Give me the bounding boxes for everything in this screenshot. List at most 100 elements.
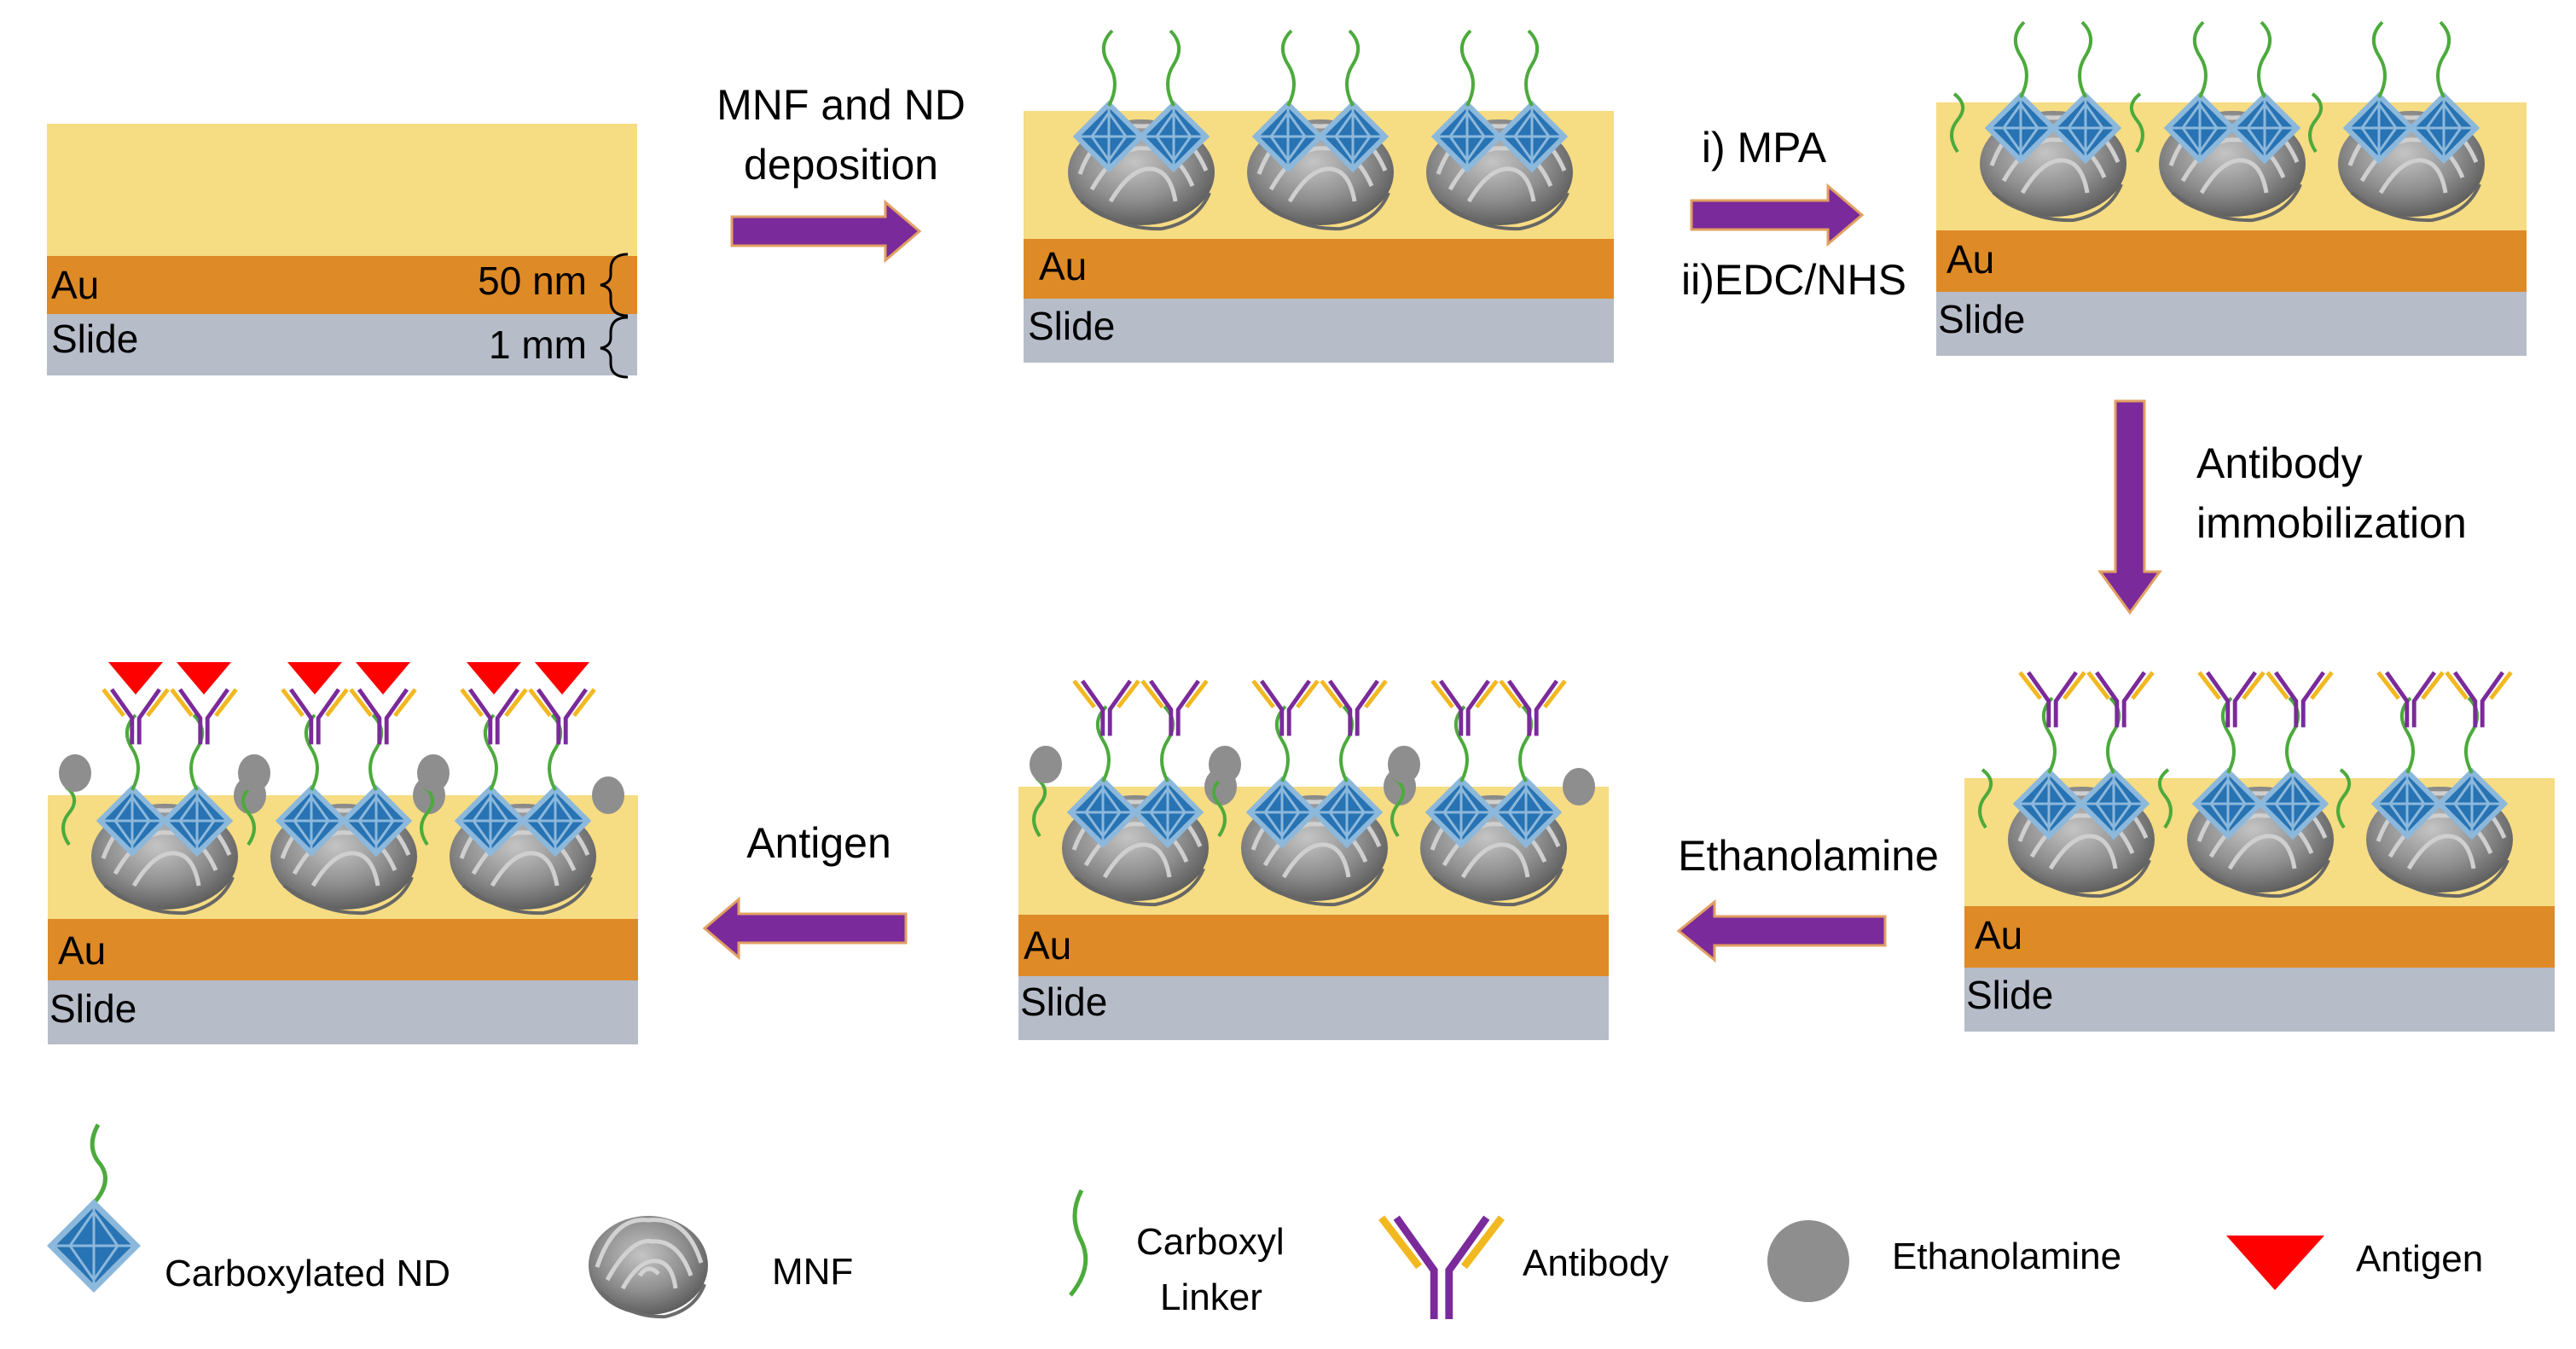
mnf-shadow: [2350, 183, 2481, 223]
antibody-arms: [2095, 671, 2146, 728]
mnf-shadow: [2199, 859, 2330, 898]
antibody-arms: [110, 688, 161, 745]
linker-icon: [2436, 20, 2451, 98]
legend-label-nd: Carboxylated ND: [165, 1253, 450, 1294]
slide-thickness-label: 1 mm: [489, 323, 587, 367]
arrow-activation-step: i) MPA ii)EDC/NHS: [1681, 124, 1906, 304]
panel-after-activation: Au Slide: [1936, 20, 2527, 356]
linker-icon: [1102, 29, 1117, 107]
particle-row: [1068, 29, 1573, 231]
nd-facets: [1501, 106, 1563, 167]
au-label: Au: [58, 928, 106, 973]
y-antibody-icon: [2266, 671, 2334, 728]
left-arrow-icon: [702, 896, 908, 961]
left-arrow-icon: [1676, 898, 1887, 963]
linker-icon: [2158, 768, 2173, 829]
diamond-icon: [339, 784, 413, 858]
gray-circle-icon: [1209, 746, 1241, 783]
au-label: Au: [51, 263, 99, 307]
nd-facets: [1257, 106, 1319, 167]
nd-facets: [1072, 782, 1134, 843]
diamond-icon: [1489, 776, 1563, 849]
diamond-icon: [2435, 767, 2509, 840]
diamond-icon: [1251, 100, 1325, 173]
diamond-icon: [2228, 91, 2301, 165]
mnf-shadow: [282, 876, 414, 916]
diamond-icon: [2012, 767, 2086, 840]
au-brace-icon: [600, 253, 629, 317]
nd-facets: [1316, 782, 1378, 843]
red-triangle-icon: [535, 662, 589, 695]
particle-unit: [238, 662, 445, 916]
panel-after-antibody: Au Slide: [1964, 671, 2555, 1032]
linker-icon: [2078, 20, 2092, 98]
mnf-shadow: [2378, 859, 2509, 898]
nd-facets: [102, 790, 163, 852]
nd-facets: [1430, 782, 1492, 843]
diamond-icon: [275, 784, 348, 858]
linker-icon: [1950, 92, 1964, 154]
panel-after-antigen: Au Slide: [48, 662, 638, 1044]
nd-facets: [1322, 106, 1384, 167]
antibody-arms: [178, 688, 229, 745]
nd-facets: [2055, 97, 2116, 159]
slide-label: Slide: [49, 986, 136, 1031]
deposition-label-line2: deposition: [744, 141, 938, 189]
down-arrow-icon: [2097, 399, 2162, 615]
diamond-icon: [1066, 776, 1140, 849]
particle-row: [1950, 20, 2485, 223]
legend-item-antigen: Antigen: [2226, 1236, 2483, 1290]
linker-icon: [1454, 705, 1469, 782]
arrow-blocking-step: Ethanolamine: [1676, 832, 1939, 963]
au-label: Au: [1975, 913, 2022, 957]
particle-unit: [417, 662, 624, 916]
linker-icon: [1281, 29, 1296, 107]
deposition-label-line1: MNF and ND: [717, 81, 966, 129]
antibody-arms: [289, 688, 340, 745]
gray-circle-icon: [1767, 1220, 1849, 1302]
particle-unit: [1247, 29, 1394, 231]
mnf-shadow: [2171, 183, 2302, 223]
particle-row: [1978, 671, 2513, 898]
linker-icon: [1032, 776, 1047, 838]
gray-circle-icon: [592, 776, 624, 814]
linker-icon: [1460, 29, 1475, 107]
right-arrow-icon: [1690, 183, 1865, 247]
antibody-arms: [357, 688, 409, 745]
diamond-icon: [1316, 100, 1390, 173]
y-antibody-icon: [1378, 1215, 1505, 1320]
slide-brace-icon: [600, 316, 629, 379]
diamond-icon: [2407, 91, 2480, 165]
diamond-icon: [1495, 100, 1569, 173]
nd-facets: [525, 790, 586, 852]
legend-label-linker-line1: Carboxyl: [1136, 1221, 1285, 1263]
gray-circle-icon: [238, 754, 270, 792]
slide-layer: [1964, 968, 2555, 1032]
y-antibody-icon: [2086, 671, 2155, 728]
antibody-arms: [2274, 671, 2325, 728]
antibody-arms: [1081, 679, 1132, 736]
linker-icon: [1275, 705, 1290, 782]
slide-layer: [1936, 292, 2527, 356]
diamond-icon: [2049, 91, 2122, 165]
antibody-arms: [1260, 679, 1311, 736]
au-label: Au: [1947, 237, 1994, 282]
linker-icon: [1212, 776, 1227, 838]
red-triangle-icon: [2226, 1236, 2324, 1290]
mnf-shadow: [1992, 183, 2123, 223]
legend: Carboxylated ND MNF Carboxyl Linker Anti…: [47, 1123, 2483, 1320]
blocking-label: Ethanolamine: [1678, 832, 1939, 880]
antibody-arms: [468, 688, 519, 745]
red-triangle-icon: [356, 662, 410, 695]
linker-icon: [2336, 768, 2351, 829]
nd-facets: [2234, 97, 2295, 159]
diamond-icon: [96, 784, 169, 858]
antibody-tips: [2086, 671, 2155, 701]
legend-label-antigen: Antigen: [2356, 1238, 2483, 1280]
au-layer: [1018, 915, 1609, 976]
linker-icon: [125, 713, 140, 791]
legend-item-mnf: MNF: [589, 1216, 853, 1319]
linker-icon: [2308, 92, 2323, 154]
nd-facets: [1495, 782, 1557, 843]
antibody-arms: [1507, 679, 1558, 736]
